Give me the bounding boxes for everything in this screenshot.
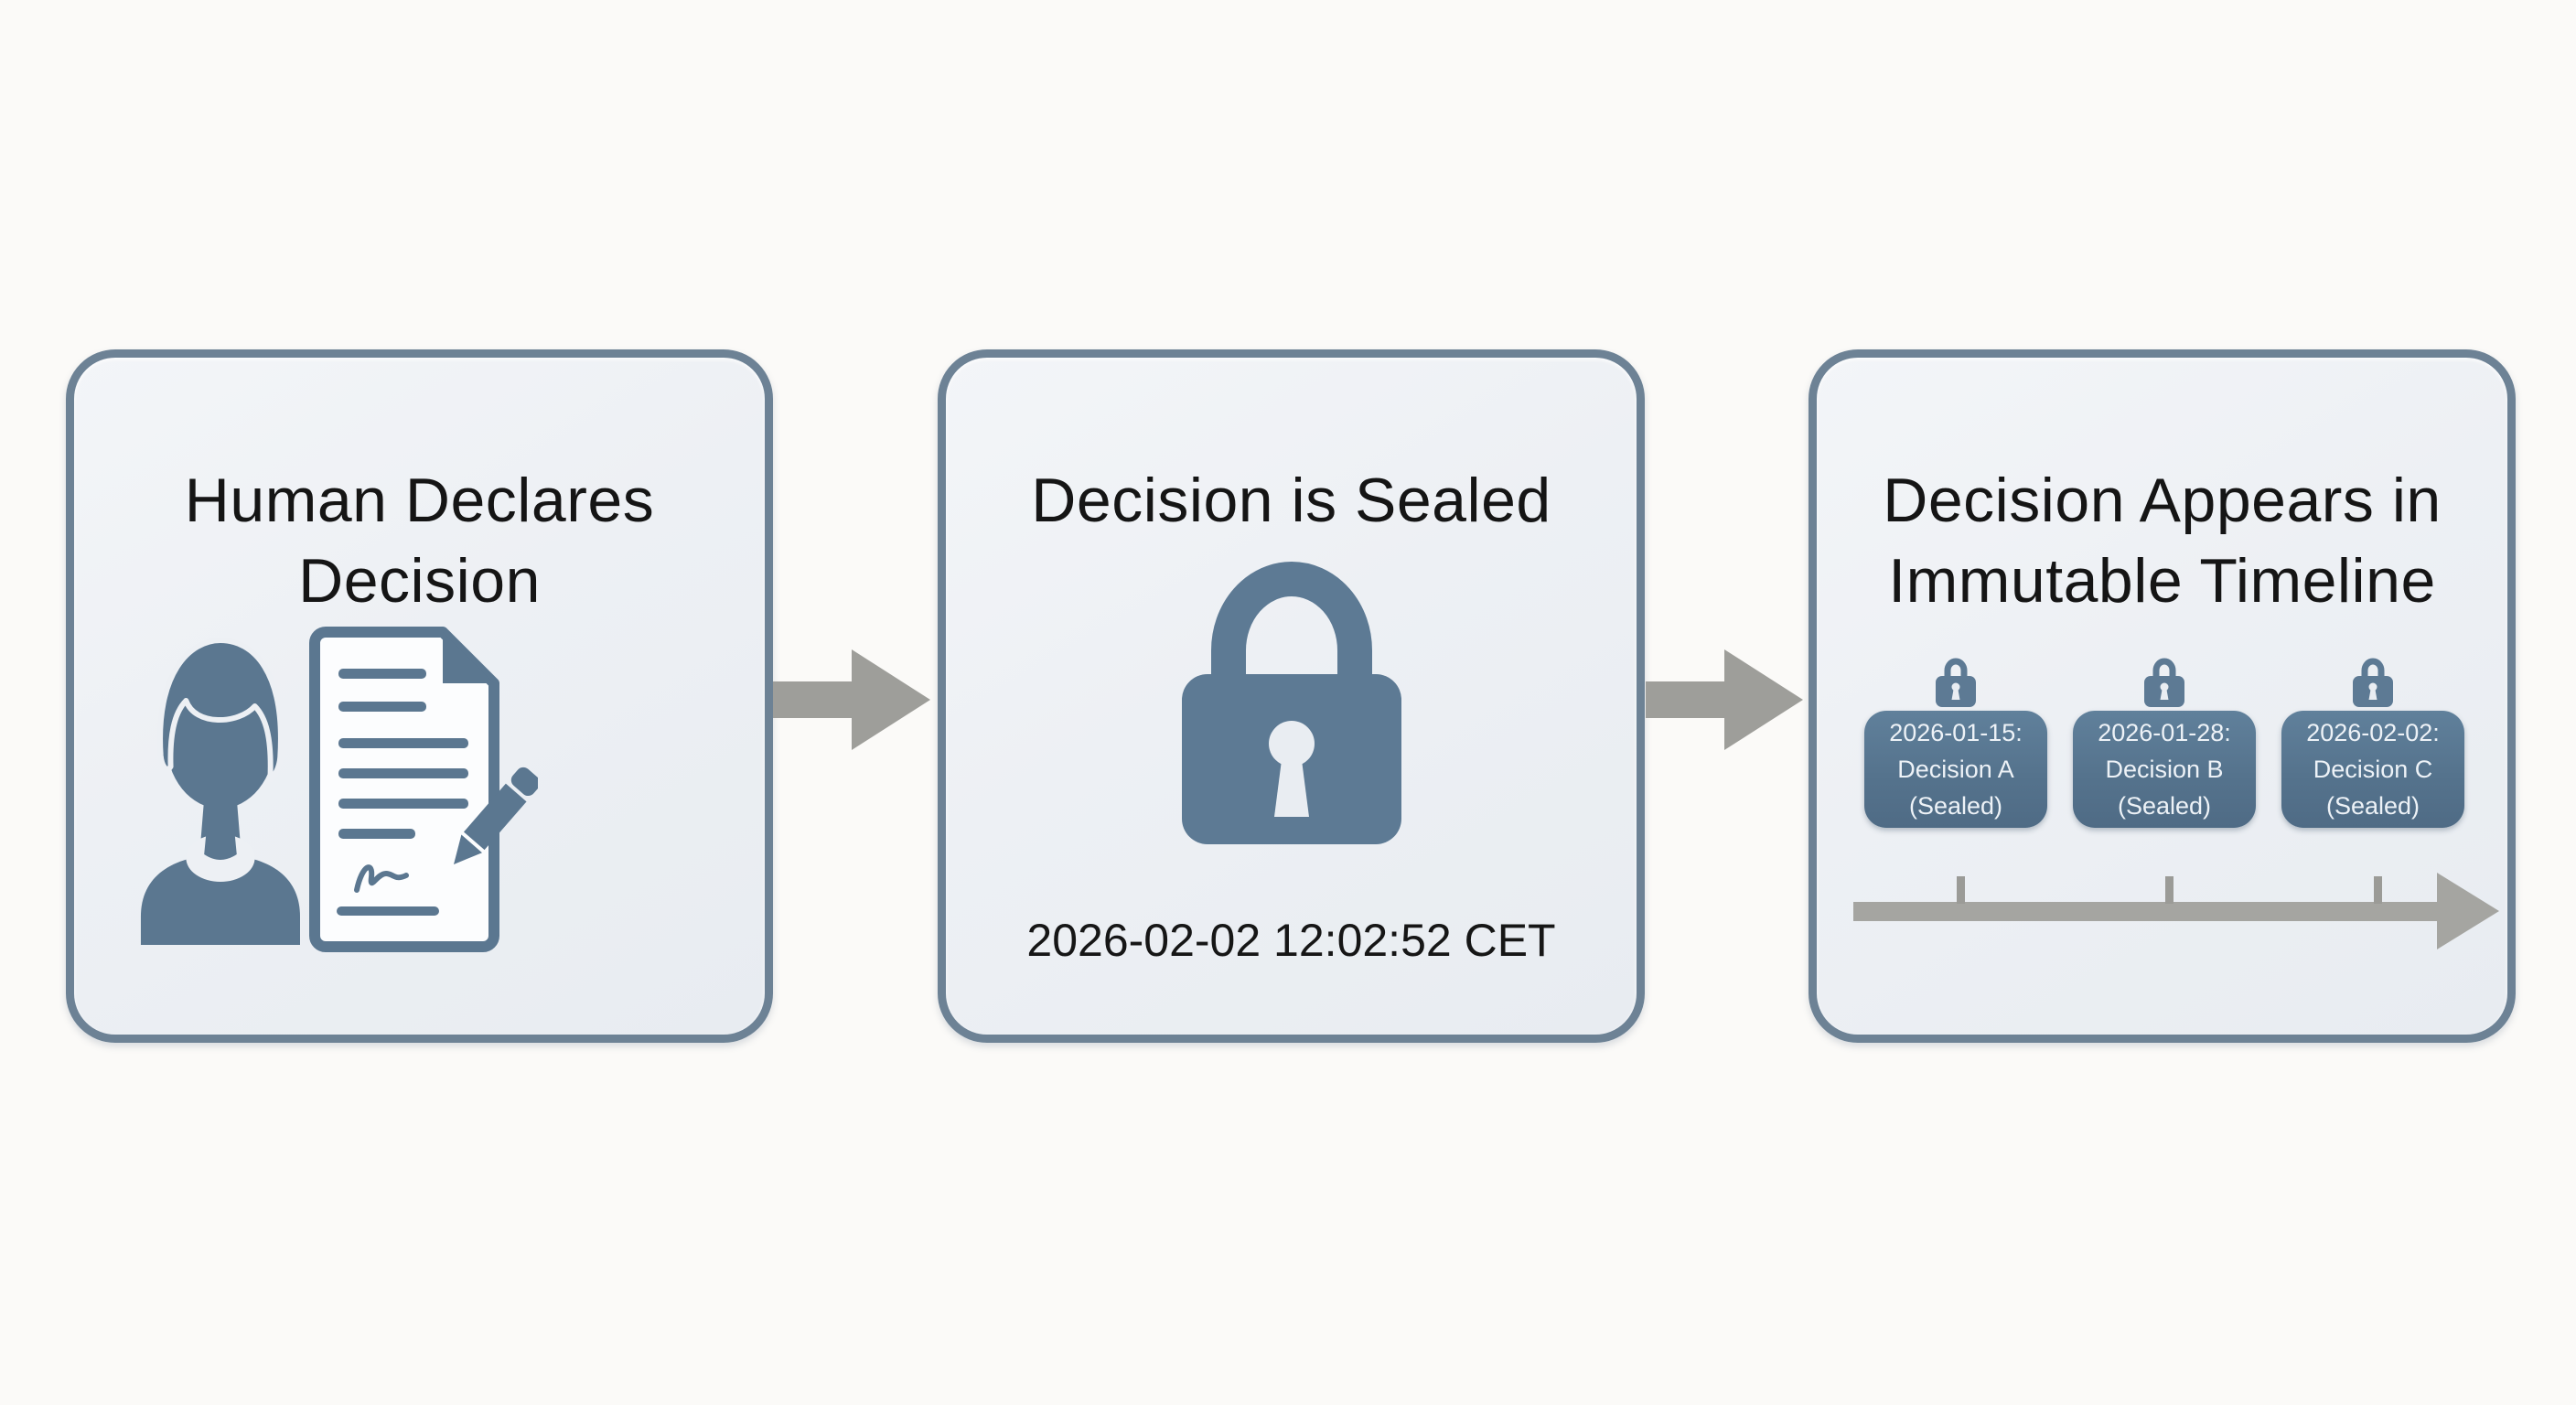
timeline-event-badge: 2026-02-02: Decision C (Sealed) [2281, 711, 2464, 828]
event-date: 2026-02-02: [2306, 719, 2440, 746]
panel1-title-line1: Human Declares [184, 466, 655, 536]
person-icon [140, 638, 300, 945]
timeline-tick [2165, 876, 2174, 904]
small-padlock-icon [1936, 658, 1976, 707]
event-date: 2026-01-28: [2098, 719, 2231, 746]
small-padlock-icon [2353, 658, 2393, 707]
right-arrow-icon [1646, 649, 1803, 750]
panel1-title: Human Declares Decision [74, 460, 765, 621]
panel-decision-is-sealed: Decision is Sealed 2026-02-02 12:02:52 C… [938, 349, 1645, 1043]
event-status: (Sealed) [2325, 792, 2420, 820]
signature-squiggle [354, 864, 409, 893]
keyhole-icon [1269, 721, 1315, 767]
panel3-title-line2: Immutable Timeline [1888, 546, 2436, 617]
event-status: (Sealed) [1908, 792, 2003, 820]
padlock-icon [1182, 562, 1401, 844]
timeline-arrow-icon [1853, 873, 2499, 949]
panel2-title: Decision is Sealed [946, 460, 1637, 541]
panel1-title-line2: Decision [298, 546, 541, 617]
seal-timestamp: 2026-02-02 12:02:52 CET [1026, 915, 1556, 966]
panel-immutable-timeline: Decision Appears in Immutable Timeline 2… [1809, 349, 2516, 1043]
timeline-event-badge: 2026-01-15: Decision A (Sealed) [1864, 711, 2047, 828]
signed-document-icon [309, 627, 538, 952]
event-name: Decision B [2105, 756, 2224, 783]
timeline-tick [2374, 876, 2382, 904]
small-padlock-icon [2144, 658, 2184, 707]
timeline-tick [1957, 876, 1965, 904]
pencil-icon [454, 767, 538, 864]
panel2-title-line1: Decision is Sealed [1031, 466, 1551, 536]
event-name: Decision A [1897, 756, 2014, 783]
right-arrow-icon [773, 649, 930, 750]
panel3-title-line1: Decision Appears in [1883, 466, 2442, 536]
event-name: Decision C [2313, 756, 2433, 783]
panel3-title: Decision Appears in Immutable Timeline [1817, 460, 2507, 621]
event-date: 2026-01-15: [1889, 719, 2023, 746]
timeline-event-badge: 2026-01-28: Decision B (Sealed) [2073, 711, 2256, 828]
panel-human-declares-decision: Human Declares Decision [66, 349, 773, 1043]
event-status: (Sealed) [2117, 792, 2212, 820]
